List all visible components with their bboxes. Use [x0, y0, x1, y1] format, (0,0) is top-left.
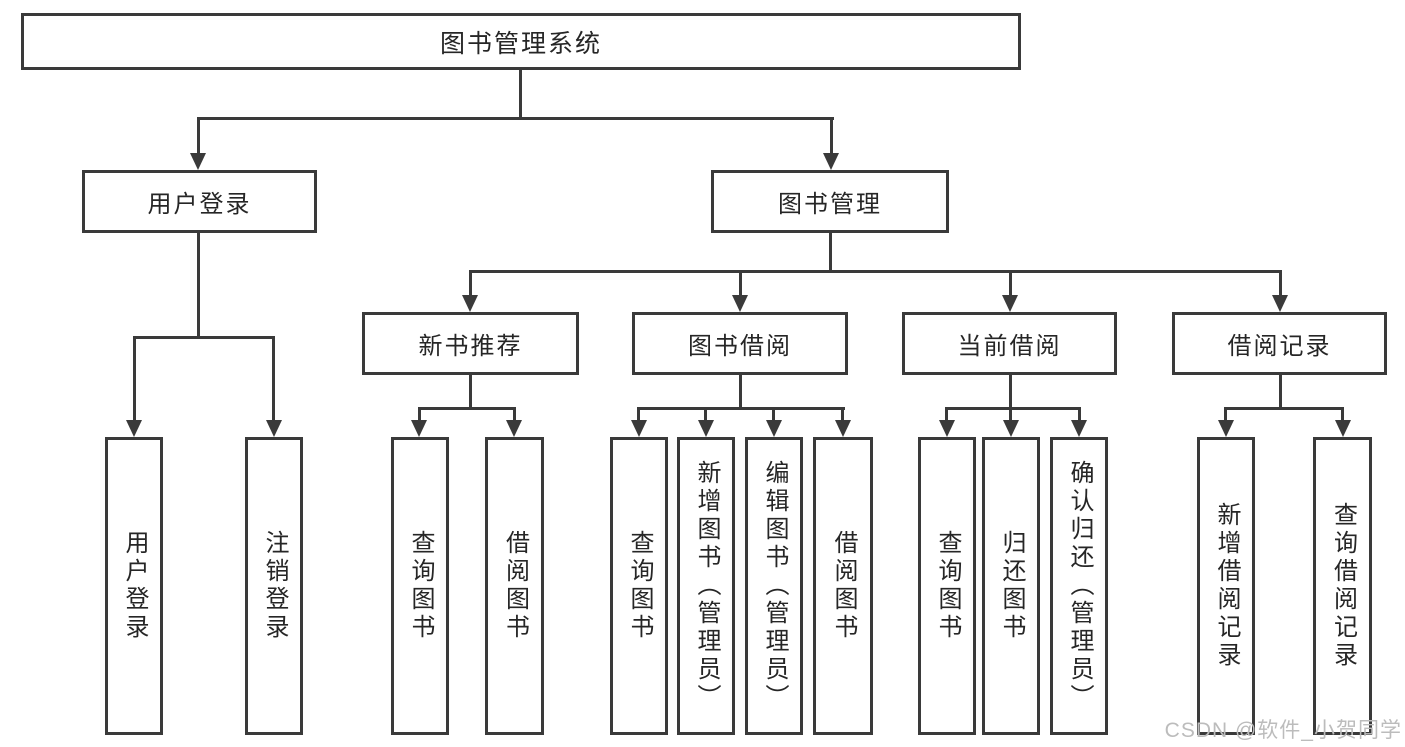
- leaf-add-borrow-record-label: 新增借阅记录: [1213, 502, 1240, 670]
- leaf-recommend-borrow-books: 借阅图书: [485, 437, 544, 735]
- connector: [1009, 270, 1012, 296]
- arrowhead: [1071, 420, 1087, 437]
- arrowhead: [732, 295, 748, 312]
- connector: [1224, 407, 1344, 410]
- arrowhead: [506, 420, 522, 437]
- leaf-borrow-query-books-label: 查询图书: [626, 530, 653, 642]
- connector: [704, 407, 707, 421]
- node-book-management-label: 图书管理: [778, 191, 882, 218]
- node-root: 图书管理系统: [21, 13, 1021, 70]
- leaf-recommend-borrow-books-label: 借阅图书: [501, 530, 529, 642]
- leaf-query-borrow-record-label: 查询借阅记录: [1329, 502, 1357, 670]
- leaf-edit-books-admin: 编辑图书（管理员）: [745, 437, 803, 735]
- leaf-return-books: 归还图书: [982, 437, 1040, 735]
- arrowhead: [766, 420, 782, 437]
- node-current-borrow: 当前借阅: [902, 312, 1117, 375]
- arrowhead: [126, 420, 142, 437]
- node-book-borrow-label: 图书借阅: [688, 333, 792, 360]
- connector: [469, 270, 1282, 273]
- arrowhead: [835, 420, 851, 437]
- leaf-add-books-admin-label: 新增图书（管理员）: [693, 460, 720, 712]
- arrowhead: [631, 420, 647, 437]
- connector: [637, 407, 845, 410]
- connector: [739, 270, 742, 296]
- connector: [1279, 375, 1282, 408]
- arrowhead: [1272, 295, 1288, 312]
- arrowhead: [462, 295, 478, 312]
- connector: [519, 70, 522, 117]
- leaf-recommend-query-books: 查询图书: [391, 437, 449, 735]
- leaf-return-books-label: 归还图书: [998, 530, 1025, 642]
- connector: [197, 117, 200, 155]
- arrowhead: [939, 420, 955, 437]
- connector: [1078, 407, 1081, 421]
- connector: [418, 407, 421, 421]
- connector: [829, 233, 832, 271]
- arrowhead: [1003, 420, 1019, 437]
- leaf-add-books-admin: 新增图书（管理员）: [677, 437, 735, 735]
- arrowhead: [1218, 420, 1234, 437]
- watermark: CSDN @软件_小贺同学: [1164, 719, 1402, 742]
- arrowhead: [698, 420, 714, 437]
- connector: [1279, 270, 1282, 296]
- node-book-borrow: 图书借阅: [632, 312, 848, 375]
- connector: [739, 375, 742, 408]
- node-root-label: 图书管理系统: [439, 29, 602, 58]
- node-user-login: 用户登录: [82, 170, 317, 233]
- leaf-current-query-books-label: 查询图书: [934, 530, 961, 642]
- connector: [418, 407, 516, 410]
- node-new-book-recommend: 新书推荐: [362, 312, 579, 375]
- connector: [272, 336, 275, 421]
- connector: [133, 336, 275, 339]
- arrowhead: [266, 420, 282, 437]
- leaf-recommend-query-books-label: 查询图书: [407, 530, 434, 642]
- leaf-confirm-return-admin: 确认归还（管理员）: [1050, 437, 1108, 735]
- leaf-borrow-books: 借阅图书: [813, 437, 873, 735]
- arrowhead: [823, 153, 839, 170]
- node-borrow-records-label: 借阅记录: [1227, 333, 1332, 360]
- leaf-edit-books-admin-label: 编辑图书（管理员）: [761, 460, 788, 712]
- leaf-query-borrow-record: 查询借阅记录: [1313, 437, 1372, 735]
- connector: [1009, 375, 1012, 408]
- leaf-borrow-books-label: 借阅图书: [830, 530, 857, 642]
- node-book-management: 图书管理: [711, 170, 949, 233]
- leaf-borrow-query-books: 查询图书: [610, 437, 668, 735]
- leaf-current-query-books: 查询图书: [918, 437, 976, 735]
- connector: [1009, 407, 1012, 421]
- arrowhead: [190, 153, 206, 170]
- connector: [469, 270, 472, 296]
- connector: [513, 407, 516, 421]
- connector: [772, 407, 775, 421]
- arrowhead: [411, 420, 427, 437]
- node-current-borrow-label: 当前借阅: [957, 333, 1062, 360]
- node-borrow-records: 借阅记录: [1172, 312, 1387, 375]
- connector: [1224, 407, 1227, 421]
- connector: [133, 336, 136, 421]
- node-new-book-recommend-label: 新书推荐: [418, 333, 523, 360]
- leaf-logout: 注销登录: [245, 437, 303, 735]
- connector: [469, 375, 472, 408]
- leaf-logout-label: 注销登录: [261, 530, 288, 642]
- connector: [1341, 407, 1344, 421]
- leaf-user-login-label: 用户登录: [121, 530, 148, 642]
- connector: [945, 407, 948, 421]
- leaf-confirm-return-admin-label: 确认归还（管理员）: [1066, 460, 1093, 712]
- connector: [197, 233, 200, 337]
- connector: [637, 407, 640, 421]
- connector: [830, 117, 833, 155]
- leaf-add-borrow-record: 新增借阅记录: [1197, 437, 1255, 735]
- arrowhead: [1335, 420, 1351, 437]
- arrowhead: [1002, 295, 1018, 312]
- connector: [945, 407, 1081, 410]
- connector: [841, 407, 844, 421]
- connector: [197, 117, 834, 120]
- leaf-user-login: 用户登录: [105, 437, 163, 735]
- node-user-login-label: 用户登录: [147, 191, 252, 218]
